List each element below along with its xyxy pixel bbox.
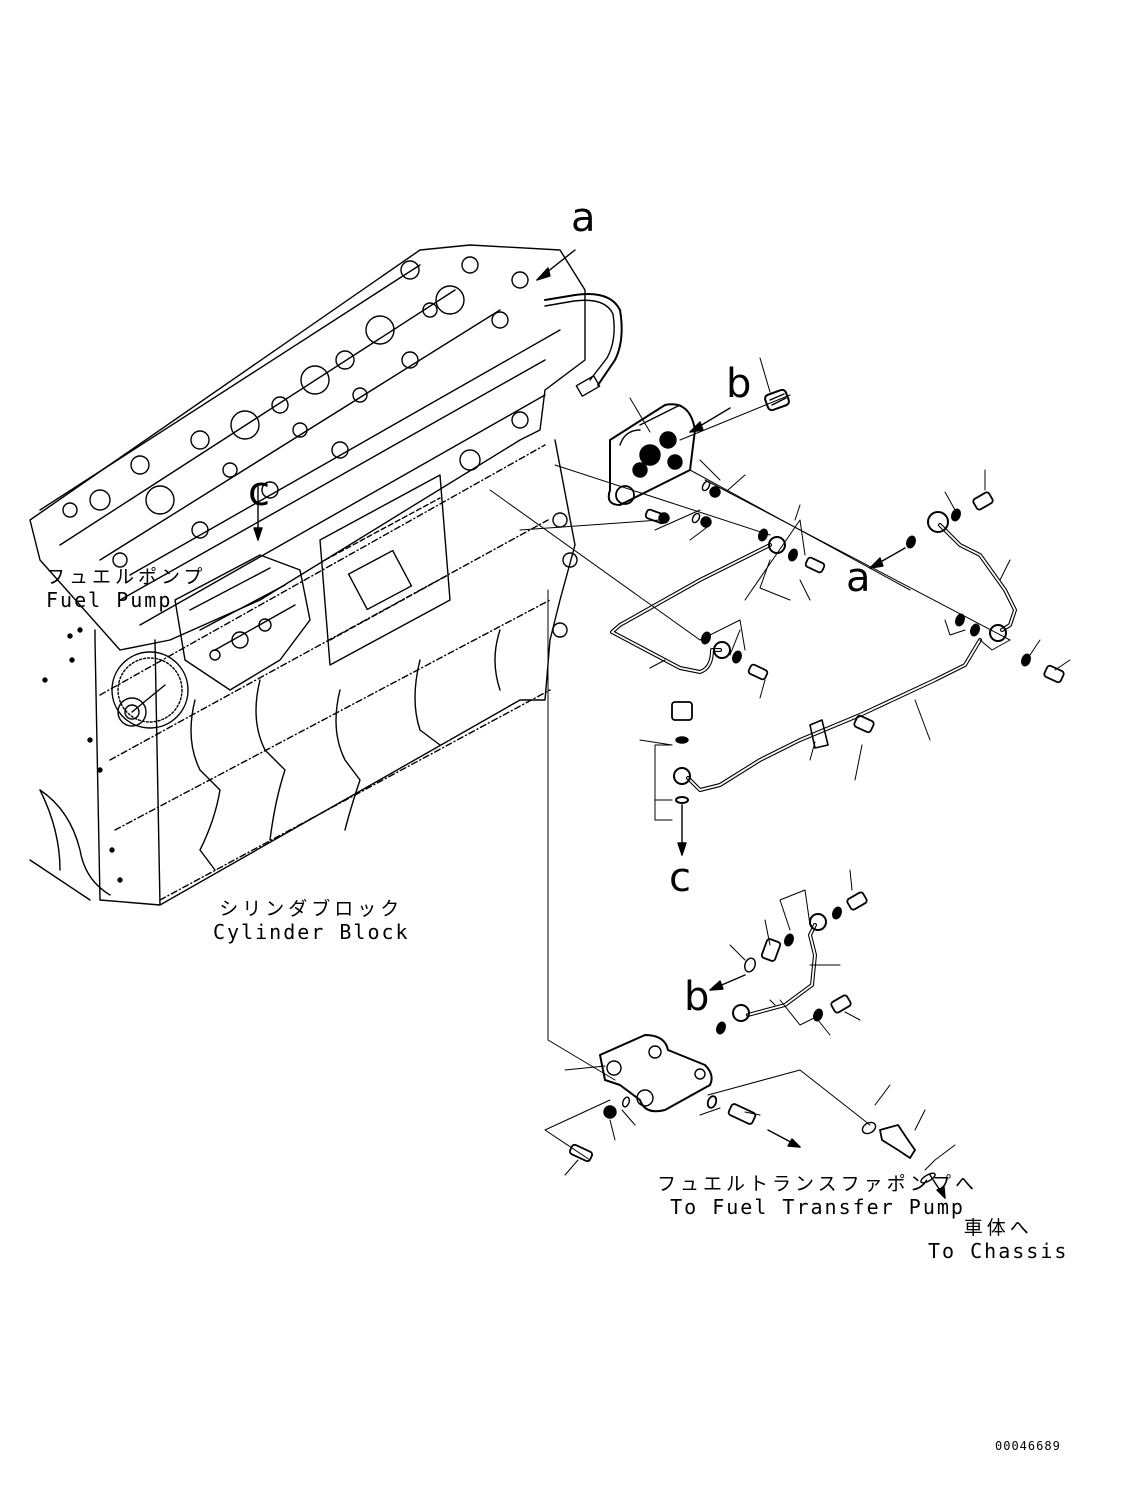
- label-cylinder-block-en: Cylinder Block: [213, 919, 410, 944]
- label-fuel-transfer-pump-en: To Fuel Transfer Pump: [670, 1194, 965, 1219]
- flywheel-housing: [40, 790, 110, 895]
- left-fuel-tube: [612, 528, 826, 681]
- label-fuel-pump: フュエルポンプ Fuel Pump: [46, 566, 207, 612]
- long-fuel-tube: [671, 640, 980, 804]
- label-fuel-transfer-pump-jp: フュエルトランスファポンプへ: [657, 1173, 979, 1195]
- return-hose: [545, 294, 622, 385]
- block-holes: [42, 627, 123, 883]
- engine-assembly: [30, 245, 622, 905]
- right-fuel-tube: [906, 491, 1065, 684]
- document-id: 00046689: [995, 1439, 1061, 1453]
- upper-fuel-block: [609, 404, 695, 505]
- control-module: [320, 475, 450, 665]
- label-cylinder-block: シリンダブロック Cylinder Block: [213, 898, 410, 944]
- callout-arrows: [253, 250, 946, 1199]
- hose-fitting: [575, 375, 601, 397]
- return-hose-inner: [545, 300, 614, 380]
- callout-a-top: a: [571, 195, 596, 241]
- fuel-pump-body: [175, 555, 310, 690]
- drive-gear: [111, 651, 189, 729]
- straight-connector: [727, 1103, 757, 1125]
- callout-a-mid: a: [846, 555, 871, 601]
- head-bolts: [62, 256, 578, 638]
- lower-fuel-tube: [716, 891, 868, 1035]
- elbow-connector: [861, 1121, 936, 1184]
- label-fuel-pump-jp: フュエルポンプ: [46, 566, 207, 588]
- callout-c-top: c: [248, 469, 270, 515]
- label-fuel-pump-en: Fuel Pump: [46, 587, 173, 612]
- block-side-edge: [30, 640, 160, 905]
- callout-b-top: b: [726, 361, 752, 407]
- cylinder-block-face: [100, 445, 550, 900]
- cylinder-head-edge: [120, 360, 545, 625]
- callout-c-mid: c: [669, 855, 691, 901]
- cylinder-block-outline: [95, 440, 575, 905]
- label-chassis-jp: 車体へ: [963, 1217, 1033, 1239]
- label-fuel-transfer-pump: フュエルトランスファポンプへ To Fuel Transfer Pump: [657, 1173, 979, 1219]
- exhaust-runners: [191, 630, 500, 870]
- cylinder-head-outline: [30, 245, 585, 650]
- label-chassis-en: To Chassis: [928, 1238, 1069, 1263]
- cylinder-head-rail: [40, 265, 560, 575]
- label-cylinder-block-jp: シリンダブロック: [219, 898, 404, 920]
- callout-b-low: b: [684, 974, 710, 1020]
- lower-fuel-block: [569, 1035, 718, 1163]
- leader-lines: [490, 358, 1070, 1175]
- label-chassis: 車体へ To Chassis: [928, 1217, 1069, 1263]
